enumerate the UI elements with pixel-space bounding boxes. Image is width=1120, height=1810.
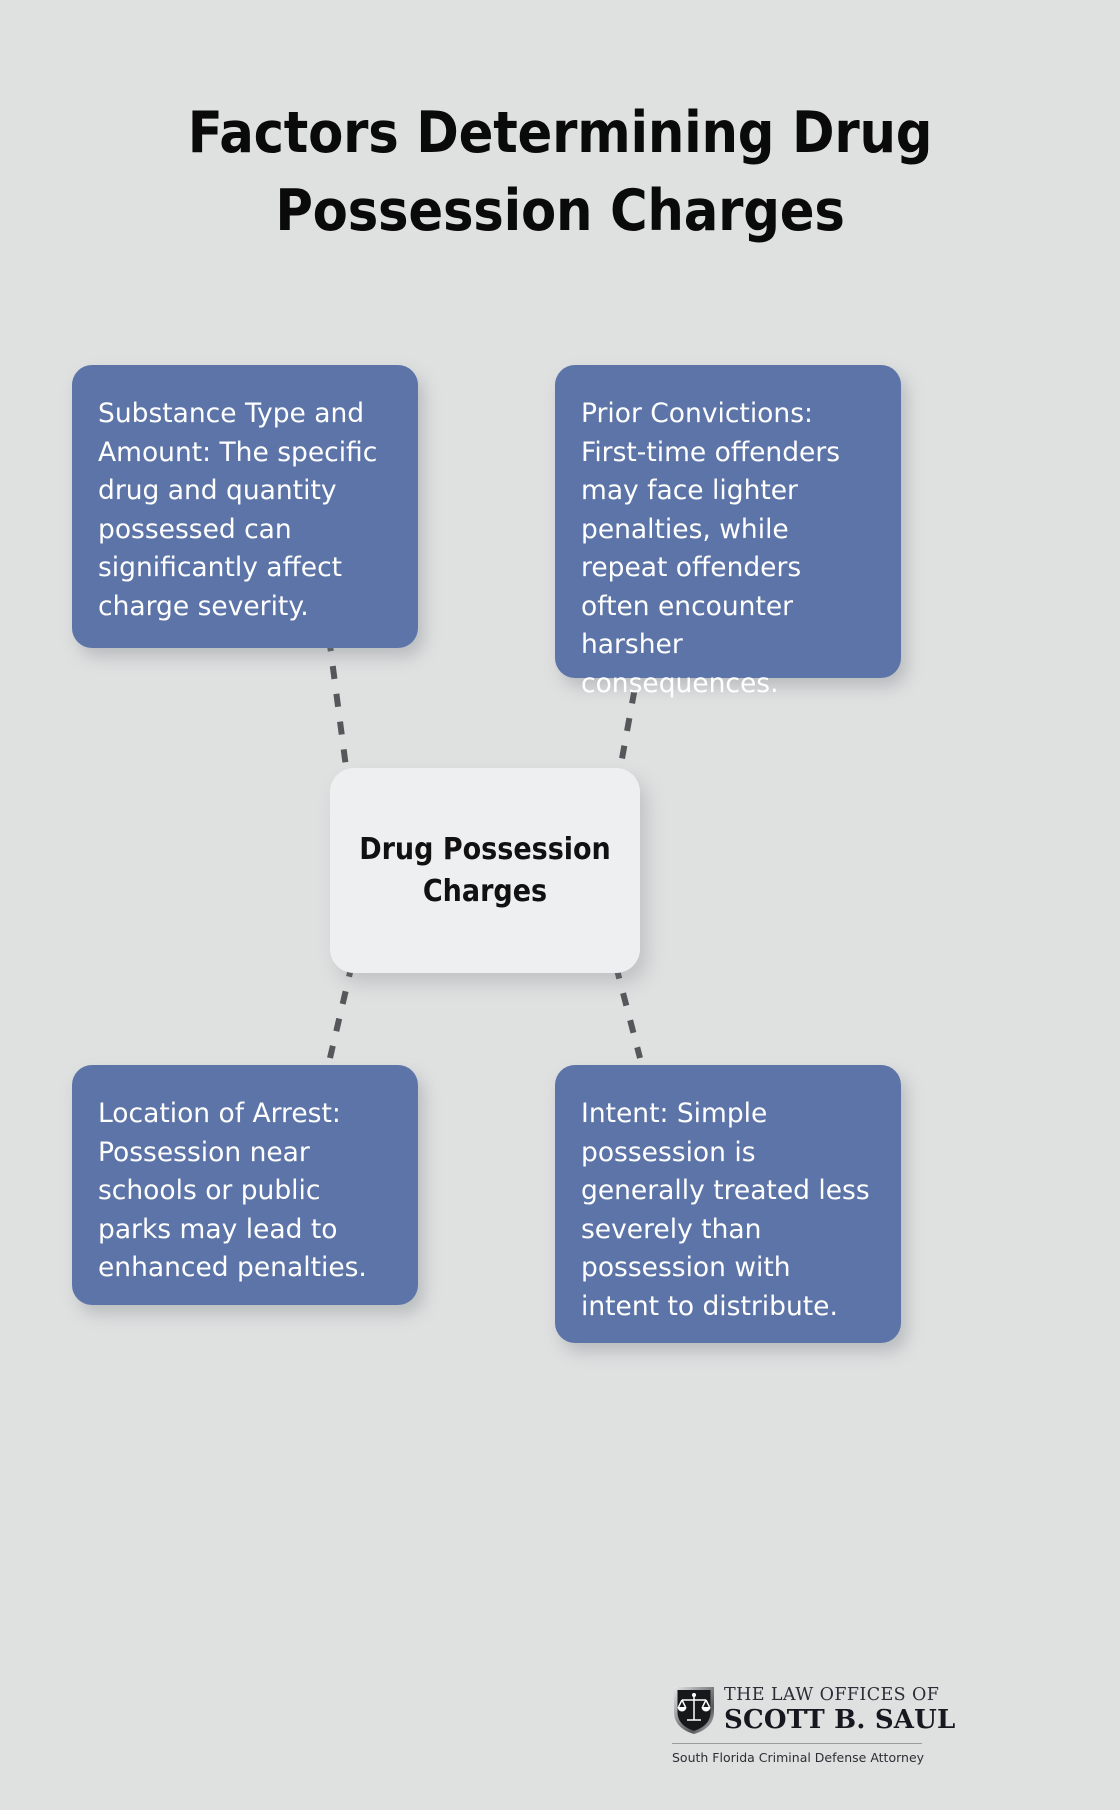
logo-wordmark: THE LAW OFFICES OF SCOTT B. SAUL [724, 1687, 956, 1733]
scales-of-justice-shield-icon [674, 1687, 714, 1734]
connector-center-to-bottom-right [613, 965, 643, 1059]
node-location-of-arrest[interactable]: Location of Arrest: Possession near scho… [72, 1065, 418, 1305]
node-prior-convictions[interactable]: Prior Convictions: First-time offenders … [555, 365, 901, 699]
law-firm-logo[interactable]: THE LAW OFFICES OF SCOTT B. SAUL South F… [672, 1682, 955, 1765]
node-substance-type-and-amount[interactable]: Substance Type and Amount: The specific … [72, 365, 418, 648]
page-title: Factors Determining Drug Possession Char… [187, 100, 933, 244]
logo-line-the-law-offices-of: THE LAW OFFICES OF [724, 1685, 940, 1706]
logo-top-row: THE LAW OFFICES OF SCOTT B. SAUL [672, 1682, 955, 1738]
logo-tagline: South Florida Criminal Defense Attorney [672, 1750, 925, 1765]
connector-center-to-bottom-left [327, 963, 355, 1059]
node-text: Location of Arrest: Possession near scho… [98, 1098, 367, 1284]
node-intent[interactable]: Intent: Simple possession is generally t… [555, 1065, 901, 1343]
node-text: Intent: Simple possession is generally t… [581, 1098, 870, 1322]
logo-divider [672, 1743, 922, 1744]
center-node-label: Drug Possession Charges [359, 831, 611, 909]
node-text: Prior Convictions: First-time offenders … [581, 398, 841, 699]
logo-line-scott-b-saul: SCOTT B. SAUL [724, 1704, 956, 1735]
node-center-drug-possession-charges[interactable]: Drug Possession Charges [330, 768, 640, 973]
node-text: Substance Type and Amount: The specific … [98, 398, 378, 622]
